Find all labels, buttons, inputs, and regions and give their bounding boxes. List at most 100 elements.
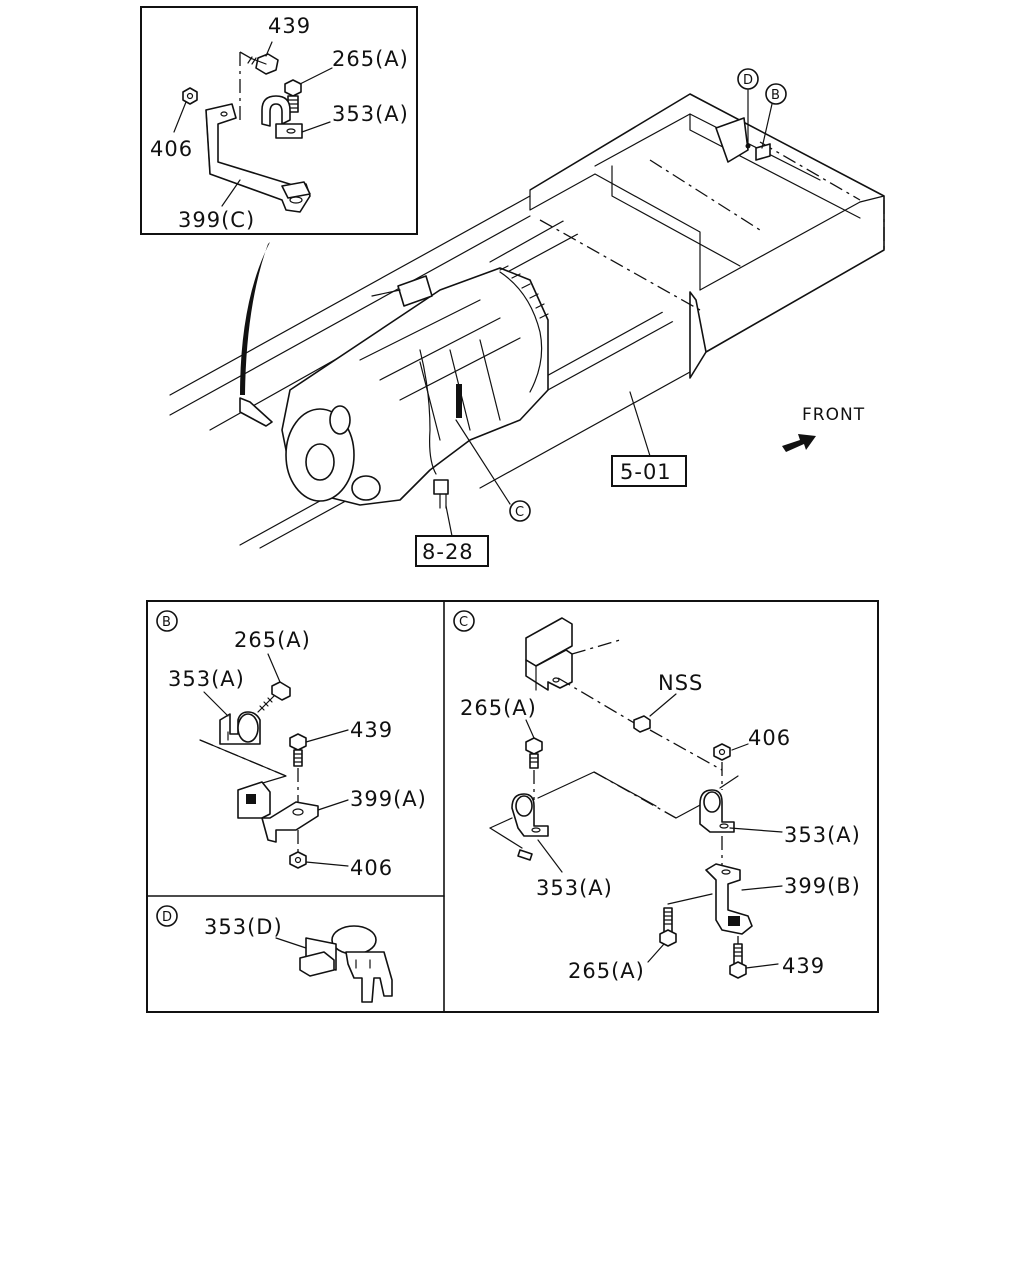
leader-line xyxy=(317,799,349,811)
frame-crossmember-edge xyxy=(689,113,861,219)
label-399b: 399(B) xyxy=(784,874,861,898)
panel-c-callout-letter: C xyxy=(459,615,468,630)
panel-c-guide-line xyxy=(667,893,713,905)
inset-top: 439 265(A) 353(A) 406 399(C) xyxy=(140,6,418,235)
clip-353-icon xyxy=(261,95,303,139)
panel-d-callout-circle xyxy=(156,905,178,927)
panel-b-callout-letter: B xyxy=(162,615,171,630)
frame-rail-line xyxy=(169,195,531,396)
leader-line xyxy=(267,653,281,683)
callout-c-circle xyxy=(509,500,531,522)
label-439: 439 xyxy=(350,718,393,742)
nut-406-icon xyxy=(289,851,307,869)
panel-c-guide-line xyxy=(649,729,723,771)
label-265a-bottom: 265(A) xyxy=(568,959,645,983)
frame-dash-line xyxy=(759,141,861,201)
label-399a: 399(A) xyxy=(350,787,427,811)
panel-c: C NSS xyxy=(453,610,861,983)
main-assembly: D B C 5-01 8-28 FRONT xyxy=(169,68,885,567)
label-353d: 353(D) xyxy=(204,915,283,939)
panel-c-guide-line xyxy=(489,827,523,849)
frame-dash-line xyxy=(649,159,761,231)
callout-c-letter: C xyxy=(515,505,524,520)
clip-353d-icon xyxy=(299,925,393,1003)
bolt-265-icon xyxy=(659,907,677,947)
leader-line xyxy=(729,827,783,833)
panel-d-callout-letter: D xyxy=(162,910,172,925)
clip-353-icon xyxy=(219,711,261,745)
frame-rail-line xyxy=(169,215,531,416)
callout-d-circle xyxy=(737,68,759,90)
panel-c-callout-circle xyxy=(453,610,475,632)
panel-c-guide-line xyxy=(719,775,739,789)
leader-line xyxy=(305,729,349,743)
leader-line xyxy=(745,963,779,969)
inset-top-guide-line xyxy=(239,51,255,61)
label-nss: NSS xyxy=(658,671,703,695)
bolt-439-icon xyxy=(729,943,747,979)
frame-crossmember-edge xyxy=(529,173,701,291)
leader-line xyxy=(265,41,273,57)
leader-line xyxy=(299,67,333,85)
bracket-399-icon xyxy=(205,103,311,213)
inset-pointer-swoosh xyxy=(240,242,270,395)
label-265a: 265(A) xyxy=(332,47,409,71)
panel-c-guide-line xyxy=(675,803,703,819)
ref-8-28: 8-28 xyxy=(422,540,474,564)
leader-line xyxy=(203,691,229,717)
leader-line xyxy=(275,937,307,949)
panel-b: B xyxy=(156,610,427,880)
panel-c-guide-line xyxy=(593,771,677,819)
leader-line xyxy=(525,719,535,739)
label-353a: 353(A) xyxy=(332,102,409,126)
clip-location-b-icon xyxy=(755,143,771,161)
front-label: FRONT xyxy=(802,405,865,425)
leader-line xyxy=(445,505,453,537)
bolt-439-icon xyxy=(289,733,307,767)
label-353a: 353(A) xyxy=(168,667,245,691)
frame-crossmember-edge xyxy=(859,195,885,203)
label-265a: 265(A) xyxy=(234,628,311,652)
frame-crossmember-edge xyxy=(699,201,861,291)
panel-b-guide-line xyxy=(199,739,287,777)
bolt-439-icon xyxy=(247,53,279,75)
leader-line xyxy=(647,943,665,963)
leader-line xyxy=(221,179,241,207)
clip-location-d-icon xyxy=(745,143,751,149)
leader-line xyxy=(301,121,331,133)
bracket-399-icon xyxy=(237,781,319,843)
frame-crossmember-edge xyxy=(611,165,741,267)
front-arrow-icon xyxy=(782,434,816,452)
frame-cutout xyxy=(715,117,749,163)
panel-c-guide-line xyxy=(489,817,513,829)
leader-line xyxy=(629,391,651,457)
ref-box-5-01 xyxy=(611,455,687,487)
nut-406-icon xyxy=(182,87,198,105)
label-439: 439 xyxy=(268,14,311,38)
leader-line xyxy=(305,861,349,867)
callout-b-circle xyxy=(765,83,787,105)
label-406: 406 xyxy=(748,726,791,750)
bracket-399-icon xyxy=(705,863,753,935)
transmission-icon xyxy=(239,265,549,509)
clip-353-icon xyxy=(699,789,735,833)
leader-line xyxy=(649,693,677,717)
panel-d: D 353(D) xyxy=(156,905,393,1003)
leader-line xyxy=(173,101,187,133)
panel-b-callout-circle xyxy=(156,610,178,632)
panel-c-guide-line xyxy=(557,677,637,725)
callout-b-letter: B xyxy=(771,88,780,103)
leader-line xyxy=(761,103,773,149)
leader-line xyxy=(741,885,783,891)
label-353a-right: 353(A) xyxy=(784,823,861,847)
label-265a-top: 265(A) xyxy=(460,696,537,720)
label-399c: 399(C) xyxy=(178,208,255,232)
leader-line xyxy=(731,743,749,751)
nss-clip-icon xyxy=(633,715,651,733)
label-353a-left: 353(A) xyxy=(536,876,613,900)
ref-box-8-28 xyxy=(415,535,489,567)
callout-d-letter: D xyxy=(743,73,753,88)
ref-5-01: 5-01 xyxy=(620,460,672,484)
leader-line xyxy=(537,839,563,873)
clip-353-icon xyxy=(511,793,549,861)
